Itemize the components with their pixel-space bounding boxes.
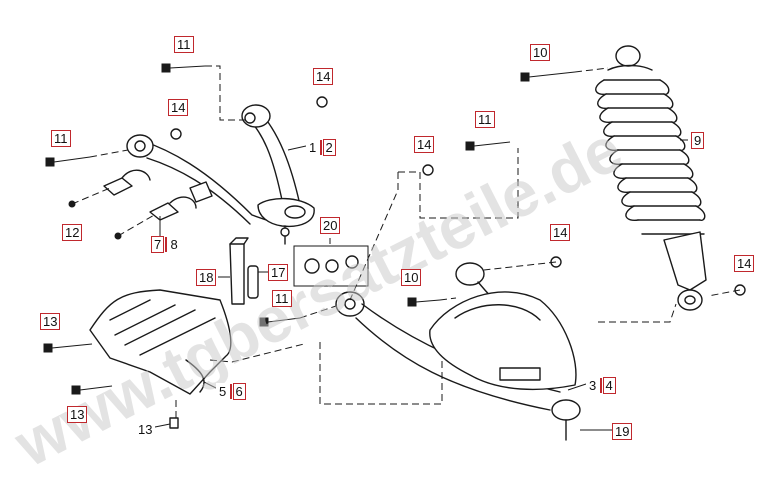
part-number: 14 — [313, 68, 334, 85]
callout-14-mid: 14 — [414, 136, 435, 153]
part-number: 2 — [322, 139, 336, 156]
callout-13-c: 13 — [135, 421, 156, 438]
callout-separator — [230, 384, 232, 399]
callout-13-b: 13 — [67, 406, 88, 423]
part-number: 11 — [475, 111, 495, 128]
part-number: 1 — [306, 139, 320, 156]
part-number: 17 — [268, 264, 289, 281]
callout-11-mid: 11 — [272, 290, 292, 307]
part-number: 20 — [320, 217, 341, 234]
part-number: 14 — [550, 224, 571, 241]
callout-7-8: 7 8 — [151, 236, 181, 253]
part-number: 7 — [151, 236, 165, 253]
upper-a-arm — [126, 104, 315, 245]
callout-14-top: 14 — [313, 68, 334, 85]
callout-12: 12 — [62, 224, 83, 241]
callout-separator — [165, 237, 167, 252]
part-number: 10 — [530, 44, 551, 61]
part-number: 18 — [196, 269, 217, 286]
callout-11-top: 11 — [174, 36, 194, 53]
watermark: www.tgbersatzteile.de — [3, 112, 633, 481]
callout-10-top: 10 — [530, 44, 551, 61]
spacer-parts — [229, 237, 301, 327]
callout-14-left: 14 — [168, 99, 189, 116]
callout-19: 19 — [612, 423, 633, 440]
part-number: 19 — [612, 423, 633, 440]
callout-1-2: 1 2 — [306, 139, 336, 156]
callout-13-a: 13 — [40, 313, 61, 330]
watermark-text: www.tgbersatzteile.de — [3, 112, 633, 481]
part-number: 13 — [135, 421, 156, 438]
skid-plate — [43, 289, 232, 429]
part-number: 6 — [232, 383, 246, 400]
callout-9: 9 — [691, 132, 705, 149]
callout-10-mid: 10 — [401, 269, 422, 286]
part-number: 11 — [51, 130, 71, 147]
part-number: 13 — [67, 406, 88, 423]
callout-11-center: 11 — [475, 111, 495, 128]
part-number: 4 — [602, 377, 616, 394]
part-number: 14 — [734, 255, 755, 272]
bushing-kit — [293, 245, 369, 287]
callout-3-4: 3 4 — [586, 377, 616, 394]
callout-separator — [320, 140, 322, 155]
part-number: 14 — [414, 136, 435, 153]
part-number: 8 — [167, 236, 181, 253]
part-number: 5 — [216, 383, 230, 400]
callout-14-far-right: 14 — [734, 255, 755, 272]
callout-5-6: 5 6 — [216, 383, 246, 400]
callout-11-left: 11 — [51, 130, 71, 147]
lower-a-arm — [335, 141, 581, 441]
part-number: 3 — [586, 377, 600, 394]
callout-separator — [600, 378, 602, 393]
part-number: 10 — [401, 269, 422, 286]
part-number: 11 — [174, 36, 194, 53]
part-number: 12 — [62, 224, 83, 241]
leader-lines — [71, 65, 741, 431]
callout-17: 17 — [268, 264, 289, 281]
part-number: 13 — [40, 313, 61, 330]
callout-18: 18 — [196, 269, 217, 286]
callout-14-right-mid: 14 — [550, 224, 571, 241]
callout-20: 20 — [320, 217, 341, 234]
frame-brackets — [103, 169, 213, 221]
part-number: 9 — [691, 132, 705, 149]
part-number: 14 — [168, 99, 189, 116]
part-number: 11 — [272, 290, 292, 307]
